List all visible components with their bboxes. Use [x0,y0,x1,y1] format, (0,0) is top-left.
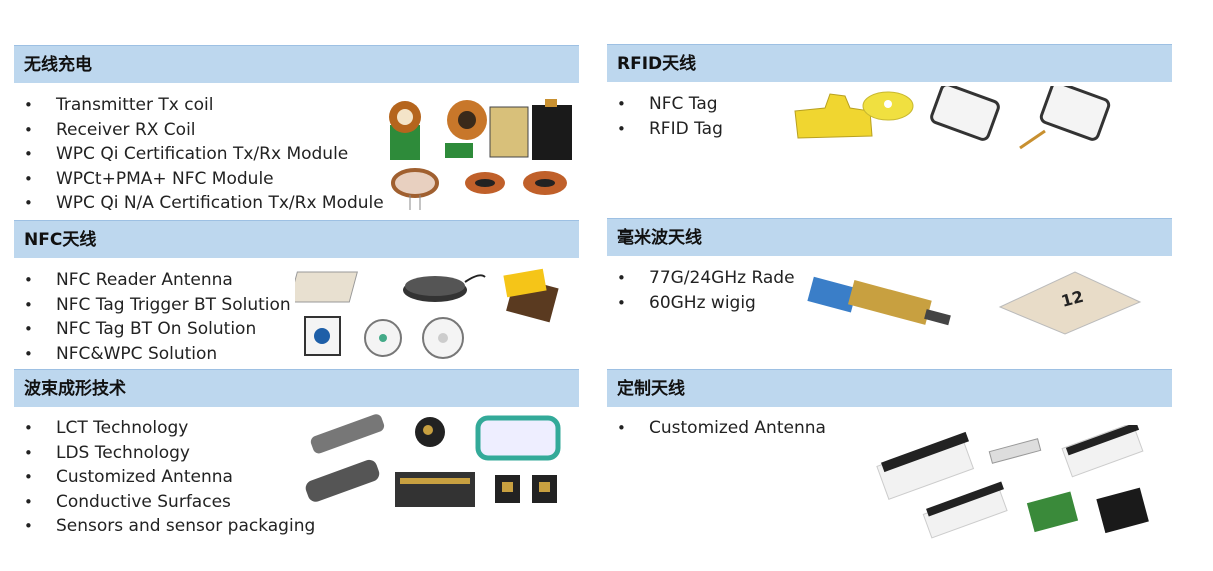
nfc-antenna-list: NFC Reader Antenna NFC Tag Trigger BT So… [14,268,291,366]
list-item: NFC&WPC Solution [14,342,291,367]
mmwave-antenna-list: 77G/24GHz Rade 60GHz wigig [607,266,795,315]
list-item: LDS Technology [14,441,315,466]
mmwave-antennas-image: 12 [805,262,1145,337]
section-header-rfid-antenna: RFID天线 [607,44,1172,82]
section-title: 波束成形技术 [24,379,126,399]
beamforming-list: LCT Technology LDS Technology Customized… [14,416,315,539]
list-item: Customized Antenna [607,416,826,441]
section-title: 无线充电 [24,55,92,75]
section-header-nfc-antenna: NFC天线 [14,220,579,258]
list-item: NFC Tag [607,92,723,117]
list-item: LCT Technology [14,416,315,441]
list-item: Receiver RX Coil [14,118,384,143]
custom-antenna-list: Customized Antenna [607,416,826,441]
rfid-antenna-list: NFC Tag RFID Tag [607,92,723,141]
section-title: NFC天线 [24,230,97,250]
list-item: WPC Qi N/A Certification Tx/Rx Module [14,191,384,216]
custom-antennas-image [875,425,1155,540]
rfid-tags-image [790,86,1145,156]
section-title: RFID天线 [617,54,697,74]
list-item: 60GHz wigig [607,291,795,316]
wireless-charging-list: Transmitter Tx coil Receiver RX Coil WPC… [14,93,384,216]
list-item: Sensors and sensor packaging [14,514,315,539]
section-header-wireless-charging: 无线充电 [14,45,579,83]
section-header-custom-antenna: 定制天线 [607,369,1172,407]
nfc-antennas-image [295,262,580,362]
section-header-mmwave-antenna: 毫米波天线 [607,218,1172,256]
section-title: 毫米波天线 [617,228,702,248]
list-item: Conductive Surfaces [14,490,315,515]
list-item: Customized Antenna [14,465,315,490]
list-item: NFC Tag BT On Solution [14,317,291,342]
wireless-charging-coils-image [385,95,580,215]
list-item: WPCt+PMA+ NFC Module [14,167,384,192]
list-item: Transmitter Tx coil [14,93,384,118]
beamforming-parts-image [300,410,570,515]
list-item: NFC Tag Trigger BT Solution [14,293,291,318]
section-header-beamforming: 波束成形技术 [14,369,579,407]
section-title: 定制天线 [617,379,685,399]
list-item: 77G/24GHz Rade [607,266,795,291]
list-item: NFC Reader Antenna [14,268,291,293]
list-item: RFID Tag [607,117,723,142]
list-item: WPC Qi Certification Tx/Rx Module [14,142,384,167]
